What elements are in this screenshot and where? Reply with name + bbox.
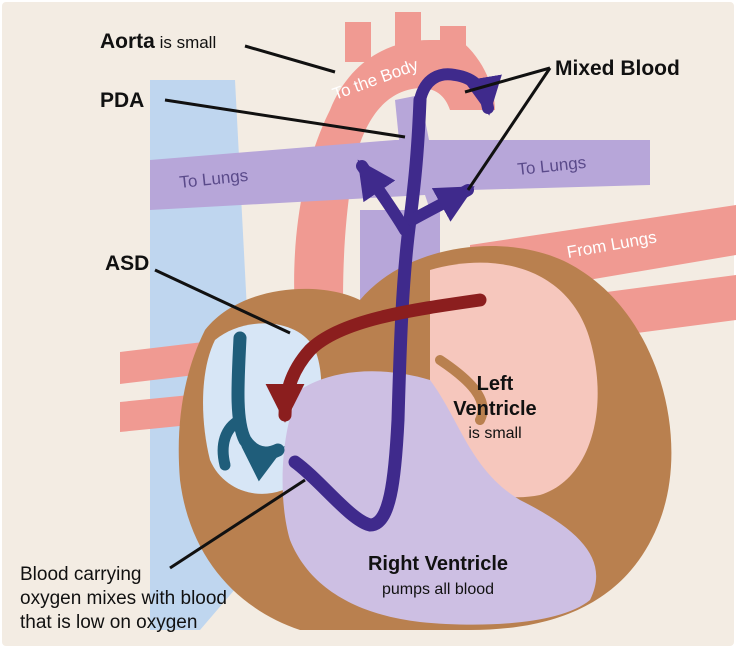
aorta-label: Aorta is small: [100, 30, 216, 53]
pda-label: PDA: [100, 89, 144, 112]
left-ventricle-label-1: Left: [477, 373, 514, 395]
left-ventricle-label-3: is small: [468, 425, 521, 442]
blood-note-line-2: oxygen mixes with blood: [20, 588, 227, 609]
asd-label: ASD: [105, 252, 149, 275]
right-ventricle-subtitle: pumps all blood: [382, 581, 494, 598]
aorta-branch-3: [440, 26, 466, 66]
left-ventricle-label-2: Ventricle: [453, 398, 536, 420]
aorta-branch-1: [345, 22, 371, 62]
aorta-branch-2: [395, 12, 421, 52]
blood-note-line-1: Blood carrying: [20, 564, 141, 585]
mixed-blood-label: Mixed Blood: [555, 57, 680, 80]
blood-note-line-3: that is low on oxygen: [20, 612, 197, 633]
right-ventricle-title: Right Ventricle: [368, 553, 508, 575]
